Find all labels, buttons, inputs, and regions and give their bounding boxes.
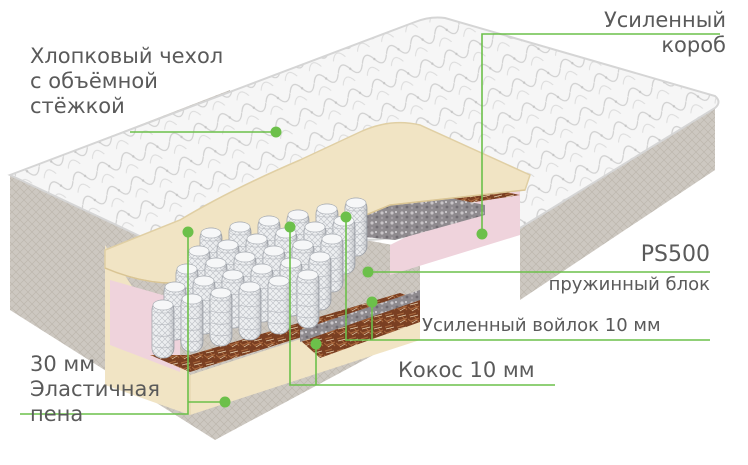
label-cover-line2: с объёмной [30,68,158,93]
leader-lines [20,33,720,415]
pink-foam-right [390,190,520,275]
dot-foam-a [182,226,194,238]
leader-coconut-a [289,228,555,386]
leader-foam-a [20,232,189,415]
leader-box [481,33,720,234]
coconut-inner-bottom [300,300,420,358]
label-coconut: Кокос 10 мм [398,358,535,382]
mattress-side-right [520,105,715,300]
label-foam-line3: пена [30,401,84,426]
pocket-spring [267,275,291,335]
dot-spring [362,266,374,278]
dot-box [476,228,488,240]
pocket-spring [151,299,175,359]
dot-foam-b [219,396,231,408]
pocket-spring [296,269,320,329]
label-foam-line2: Эластичная [30,376,161,401]
leader-felt-a [345,218,710,341]
label-box-line1: Усиленный [603,8,726,32]
pocket-spring [180,293,204,353]
felt-bottom [300,290,420,342]
label-foam: 30 мм Эластичная пена [30,352,160,426]
label-cover-line3: стёжкой [30,93,125,118]
label-box: Усиленный короб [604,8,726,58]
label-cover-line1: Хлопковый чехол [30,44,224,68]
pocket-spring [238,281,262,341]
spring-block [151,197,368,359]
label-spring: PS500 пружинный блок [549,242,710,295]
label-spring-model: PS500 [640,242,710,267]
dot-felt-a [340,211,352,223]
label-cover: Хлопковый чехол с объёмной стёжкой [30,44,223,118]
foam-bottom [105,245,420,415]
dot-coconut-a [284,221,296,233]
dot-cover [270,126,282,138]
label-spring-desc: пружинный блок [548,273,710,295]
label-foam-line1: 30 мм [30,352,96,376]
label-box-line2: короб [661,32,726,57]
pocket-spring [209,287,233,347]
leader-dots [182,126,488,408]
dot-coconut-b [310,338,322,350]
label-felt: Усиленный войлок 10 мм [422,315,661,336]
dot-felt-b [366,296,378,308]
